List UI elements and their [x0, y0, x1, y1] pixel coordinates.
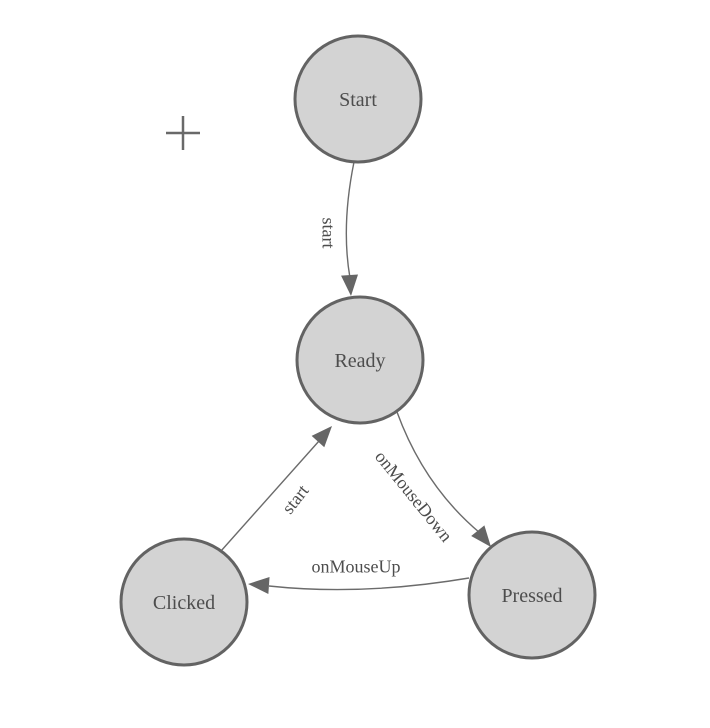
transition-pressed-to-clicked: onMouseUp	[248, 556, 470, 594]
state-circle[interactable]	[467, 530, 597, 660]
arrowhead-icon	[311, 426, 332, 448]
state-circle[interactable]	[119, 537, 249, 667]
arrowhead-icon	[341, 274, 359, 296]
state-circle[interactable]	[295, 295, 425, 425]
edge-line	[345, 161, 355, 279]
state-node-ready[interactable]: Ready	[295, 295, 425, 425]
edge-line	[220, 440, 320, 552]
arrowhead-icon	[471, 525, 491, 547]
plus-crosshair-icon	[166, 116, 200, 150]
transition-label: onMouseUp	[312, 556, 401, 576]
state-circle[interactable]	[293, 34, 423, 164]
transition-label: start	[319, 218, 339, 249]
transition-ready-to-pressed: onMouseDown	[371, 411, 491, 547]
transition-clicked-to-ready: start	[220, 426, 332, 552]
state-label: Ready	[334, 350, 385, 372]
state-node-start[interactable]: Start	[293, 34, 423, 164]
state-node-pressed[interactable]: Pressed	[467, 530, 597, 660]
state-label: Start	[339, 89, 377, 111]
edge-line	[268, 577, 470, 591]
state-node-clicked[interactable]: Clicked	[119, 537, 249, 667]
state-label: Clicked	[153, 592, 215, 614]
transition-label: start	[278, 481, 313, 518]
arrowhead-icon	[248, 576, 270, 594]
edge-line	[396, 411, 481, 534]
transition-start-to-ready: start	[319, 161, 359, 296]
state-label: Pressed	[501, 585, 562, 607]
